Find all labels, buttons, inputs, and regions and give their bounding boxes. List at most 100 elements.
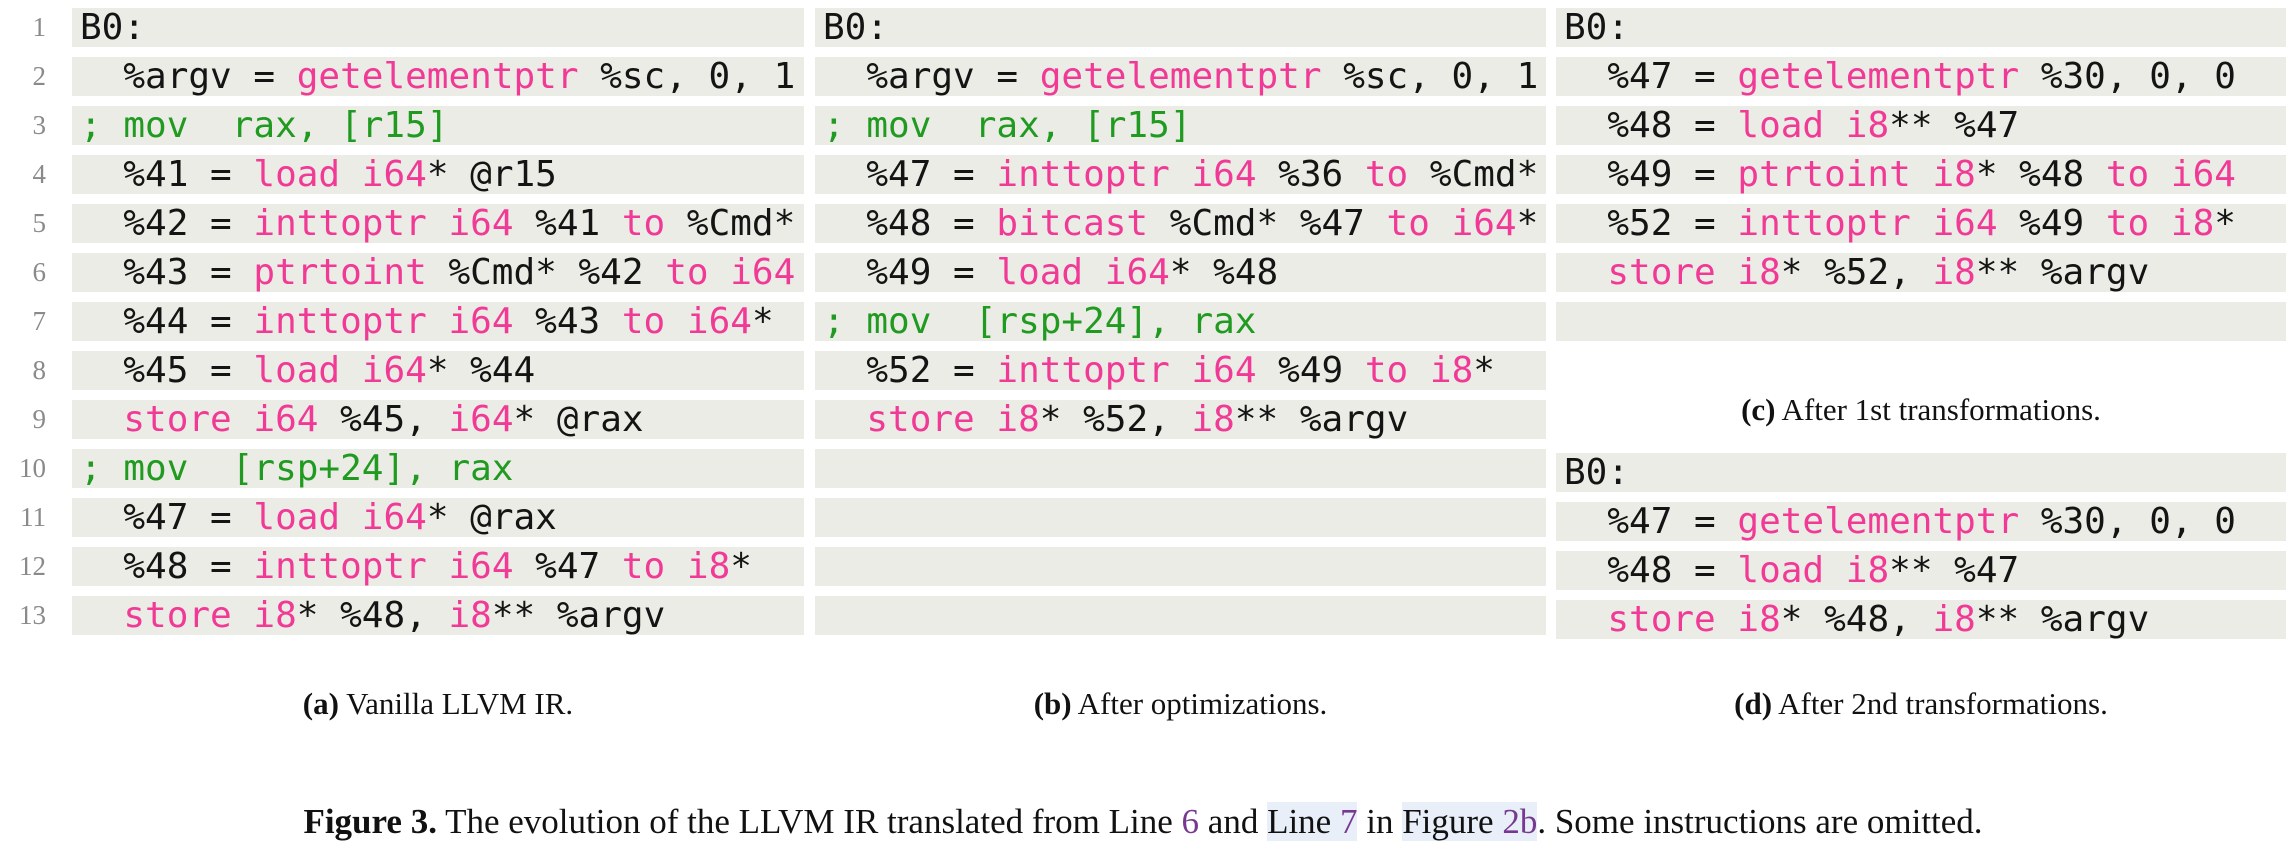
code-text: %44 = bbox=[80, 302, 254, 341]
code-text: * bbox=[1516, 204, 1539, 243]
code-text bbox=[2149, 204, 2171, 243]
code-text: %36 bbox=[1256, 155, 1365, 194]
code-keyword: i64 bbox=[1932, 204, 1998, 243]
code-text bbox=[1824, 551, 1846, 590]
code-keyword: store bbox=[1607, 253, 1716, 292]
code-keyword: inttoptr bbox=[1737, 204, 1911, 243]
code-text: %47 = bbox=[80, 498, 254, 537]
caption-ref-link[interactable]: 6 bbox=[1181, 802, 1200, 841]
code-text bbox=[1716, 253, 1738, 292]
code-keyword: i8 bbox=[2170, 204, 2215, 243]
code-keyword: to bbox=[1386, 204, 1430, 243]
line-number: 13 bbox=[19, 600, 46, 630]
code-text: * bbox=[751, 302, 774, 341]
line-number: 12 bbox=[19, 551, 46, 581]
code-line: %49 = ptrtoint i8* %48 to i64 bbox=[1556, 155, 2286, 194]
caption-ref-link[interactable]: 2b bbox=[1502, 802, 1538, 841]
code-line: B0: bbox=[72, 8, 804, 47]
code-line-empty bbox=[815, 449, 1546, 488]
code-text: ** %argv bbox=[1234, 400, 1409, 439]
code-keyword: i64 bbox=[448, 204, 514, 243]
subcaption-c: (c) After 1st transformations. bbox=[1556, 388, 2286, 432]
code-keyword: i64 bbox=[1104, 253, 1170, 292]
code-keyword: i64 bbox=[1451, 204, 1517, 243]
code-line: %47 = inttoptr i64 %36 to %Cmd* bbox=[815, 155, 1546, 194]
code-text: B0: bbox=[1564, 8, 1630, 47]
code-line: %52 = inttoptr i64 %49 to i8* bbox=[815, 351, 1546, 390]
code-line: ; mov [rsp+24], rax bbox=[72, 449, 804, 488]
caption-text: The evolution of the LLVM IR translated … bbox=[436, 802, 1182, 841]
code-text bbox=[1408, 351, 1430, 390]
code-text: * %52, bbox=[1780, 253, 1933, 292]
caption-text: and bbox=[1199, 802, 1268, 841]
code-keyword: i64 bbox=[361, 498, 427, 537]
code-text: %49 = bbox=[1564, 155, 1738, 194]
code-text: * %44 bbox=[426, 351, 536, 390]
code-text: %47 bbox=[513, 547, 622, 586]
code-text: %45 = bbox=[80, 351, 254, 390]
code-line: %48 = bitcast %Cmd* %47 to i64* bbox=[815, 204, 1546, 243]
code-keyword: i64 bbox=[361, 351, 427, 390]
line-number: 11 bbox=[20, 502, 46, 532]
code-line: store i8* %48, i8** %argv bbox=[72, 596, 804, 635]
code-text: %42 = bbox=[80, 204, 254, 243]
code-keyword: i64 bbox=[2170, 155, 2236, 194]
caption-figure-label: Figure 3. bbox=[303, 802, 437, 841]
code-text: * @r15 bbox=[426, 155, 557, 194]
line-number: 5 bbox=[32, 208, 47, 238]
code-keyword: load bbox=[996, 253, 1084, 292]
line-number: 2 bbox=[32, 61, 47, 91]
code-line: %42 = inttoptr i64 %41 to %Cmd* bbox=[72, 204, 804, 243]
code-line-empty bbox=[815, 596, 1546, 635]
code-text: %48 = bbox=[1564, 551, 1738, 590]
code-text bbox=[427, 302, 449, 341]
caption-text: in bbox=[1357, 802, 1403, 841]
code-text: %47 = bbox=[1564, 57, 1738, 96]
code-keyword: load bbox=[253, 498, 341, 537]
subcaption-d-label: (d) bbox=[1734, 686, 1773, 721]
code-keyword: inttoptr bbox=[253, 302, 427, 341]
code-comment: ; mov rax, [r15] bbox=[823, 106, 1192, 145]
code-keyword: load bbox=[253, 351, 341, 390]
code-text bbox=[232, 596, 254, 635]
code-keyword: bitcast bbox=[996, 204, 1149, 243]
code-keyword: i8 bbox=[1932, 600, 1976, 639]
code-keyword: store bbox=[1607, 600, 1716, 639]
subcaption-a: (a) Vanilla LLVM IR. bbox=[72, 682, 804, 726]
code-keyword: load bbox=[1737, 551, 1825, 590]
code-comment: ; mov [rsp+24], rax bbox=[80, 449, 514, 488]
code-panel-after-1st-transformations: B0: %47 = getelementptr %30, 0, 0 %48 = … bbox=[1556, 8, 2286, 351]
code-text: * bbox=[2214, 204, 2236, 243]
line-number: 3 bbox=[32, 110, 47, 140]
code-keyword: load bbox=[1737, 106, 1825, 145]
code-text: * bbox=[730, 547, 752, 586]
code-text bbox=[340, 155, 362, 194]
code-text bbox=[1911, 204, 1933, 243]
code-keyword: i64 bbox=[448, 547, 514, 586]
code-line: %47 = getelementptr %30, 0, 0 bbox=[1556, 502, 2286, 541]
code-text: %43 bbox=[513, 302, 622, 341]
code-keyword: i8 bbox=[686, 547, 731, 586]
caption-text: Line bbox=[1267, 802, 1340, 841]
caption-text: Figure bbox=[1402, 802, 1503, 841]
code-keyword: i8 bbox=[1845, 106, 1890, 145]
code-comment: ; mov [rsp+24], rax bbox=[823, 302, 1257, 341]
code-keyword: inttoptr bbox=[253, 204, 427, 243]
code-panel-after-optimizations: B0: %argv = getelementptr %sc, 0, 1; mov… bbox=[815, 8, 1546, 645]
code-line: %41 = load i64* @r15 bbox=[72, 155, 804, 194]
code-line: B0: bbox=[815, 8, 1546, 47]
code-keyword: i8 bbox=[1932, 155, 1976, 194]
code-text bbox=[665, 547, 687, 586]
line-number: 8 bbox=[32, 355, 47, 385]
code-line: %49 = load i64* %48 bbox=[815, 253, 1546, 292]
code-line: B0: bbox=[1556, 8, 2286, 47]
code-line: B0: bbox=[1556, 453, 2286, 492]
caption-text: . Some instructions are omitted. bbox=[1537, 802, 1983, 841]
code-text bbox=[1824, 106, 1846, 145]
code-keyword: ptrtoint bbox=[253, 253, 427, 292]
code-keyword: store bbox=[123, 596, 232, 635]
code-line: %52 = inttoptr i64 %49 to i8* bbox=[1556, 204, 2286, 243]
caption-ref-link[interactable]: 7 bbox=[1339, 802, 1358, 841]
code-line: %43 = ptrtoint %Cmd* %42 to i64 bbox=[72, 253, 804, 292]
code-text: %47 = bbox=[823, 155, 997, 194]
